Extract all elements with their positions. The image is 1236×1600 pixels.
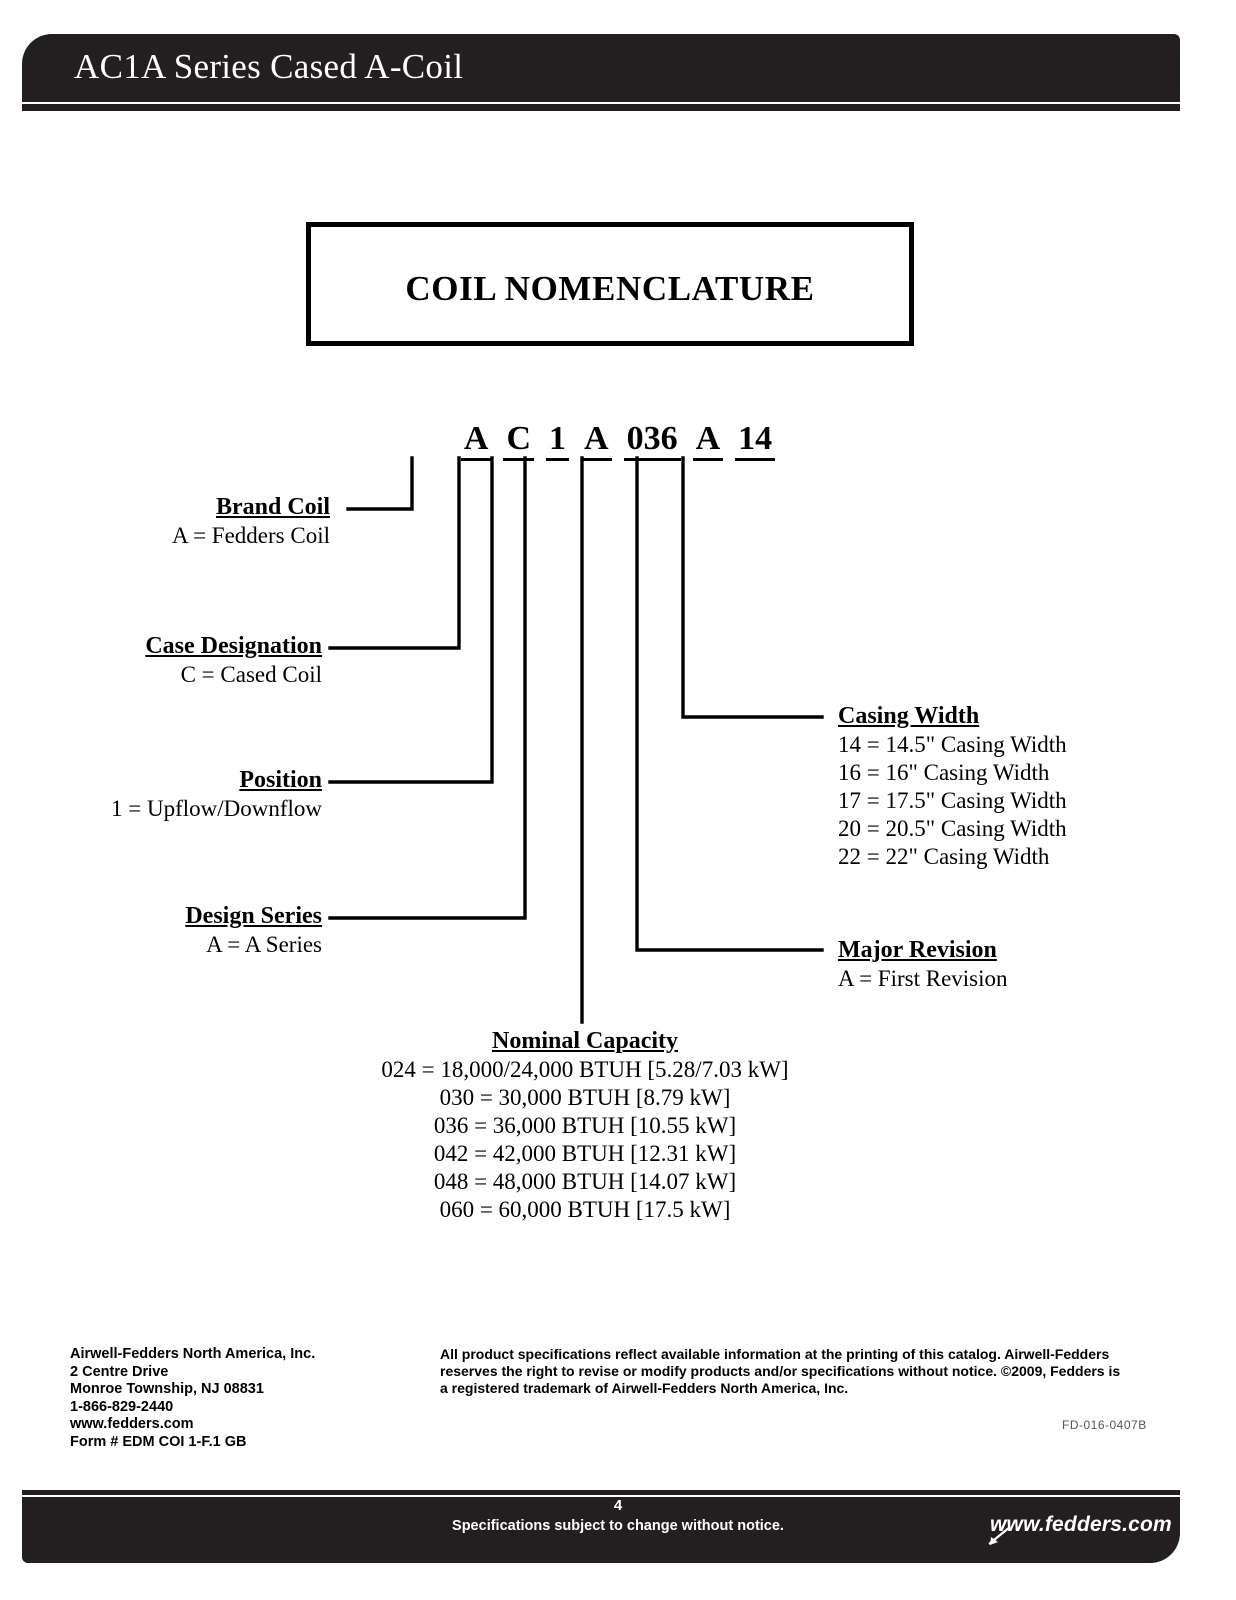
callout-line-casing-width-2: 17 = 17.5" Casing Width	[838, 788, 1067, 813]
page-footer-bar	[22, 1497, 1180, 1563]
callout-line-brand-coil-0: A = Fedders Coil	[171, 523, 330, 548]
callout-position: Position 1 = Upflow/Downflow	[0, 767, 322, 822]
page-header-bar	[22, 34, 1180, 102]
callout-casing-width: Casing Width 14 = 14.5" Casing Width 16 …	[838, 703, 1067, 870]
callout-brand-coil: Brand Coil A = Fedders Coil	[0, 494, 330, 549]
code-segment-3: 1	[546, 420, 569, 461]
callout-line-nominal-capacity-3: 042 = 42,000 BTUH [12.31 kW]	[433, 1141, 737, 1166]
callout-heading-position: Position	[239, 767, 322, 793]
page-title: AC1A Series Cased A-Coil	[74, 47, 464, 86]
address-phone: 1-866-829-2440	[70, 1398, 174, 1415]
callout-line-nominal-capacity-2: 036 = 36,000 BTUH [10.55 kW]	[433, 1113, 737, 1138]
callout-line-design-series-0: A = A Series	[206, 932, 322, 957]
callout-line-major-revision-0: A = First Revision	[838, 966, 1008, 991]
footer-rule	[22, 1490, 1180, 1495]
callout-heading-case-designation: Case Designation	[145, 633, 322, 659]
callout-line-case-designation-0: C = Cased Coil	[180, 662, 322, 687]
disclaimer-text: All product specifications reflect avail…	[440, 1346, 1121, 1396]
document-code: FD-016-0407B	[1062, 1418, 1147, 1432]
form-number: Form # EDM COI 1-F.1 GB	[70, 1433, 247, 1450]
code-segment-5: 036	[623, 420, 681, 461]
code-segment-2: C	[503, 420, 534, 461]
page-number: 4	[613, 1497, 623, 1514]
callout-heading-major-revision: Major Revision	[838, 937, 997, 963]
address-line-0: Airwell-Fedders North America, Inc.	[70, 1346, 316, 1362]
callout-line-position-0: 1 = Upflow/Downflow	[110, 796, 322, 821]
coil-nomenclature-box: COIL NOMENCLATURE	[306, 222, 914, 346]
callout-nominal-capacity: Nominal Capacity 024 = 18,000/24,000 BTU…	[340, 1028, 830, 1223]
callout-major-revision: Major Revision A = First Revision	[838, 937, 1008, 992]
callout-line-nominal-capacity-1: 030 = 30,000 BTUH [8.79 kW]	[439, 1085, 731, 1110]
header-underline	[22, 104, 1180, 111]
company-address: Airwell-Fedders North America, Inc. 2 Ce…	[70, 1346, 315, 1451]
section-title: COIL NOMENCLATURE	[405, 269, 815, 308]
fedders-logo: www.fedders.com	[990, 1513, 1172, 1536]
address-website: www.fedders.com	[70, 1416, 194, 1432]
callout-line-casing-width-1: 16 = 16" Casing Width	[838, 760, 1050, 785]
callout-line-nominal-capacity-5: 060 = 60,000 BTUH [17.5 kW]	[439, 1197, 731, 1222]
code-segment-7: 14	[735, 420, 776, 461]
code-segment-6: A	[692, 420, 724, 461]
callout-line-casing-width-4: 22 = 22" Casing Width	[838, 844, 1050, 869]
callout-case-designation: Case Designation C = Cased Coil	[0, 633, 322, 688]
callout-heading-nominal-capacity: Nominal Capacity	[492, 1028, 678, 1054]
callout-heading-brand-coil: Brand Coil	[215, 494, 330, 520]
callout-line-nominal-capacity-0: 024 = 18,000/24,000 BTUH [5.28/7.03 kW]	[381, 1057, 789, 1082]
code-segment-4: A	[581, 420, 612, 461]
callout-design-series: Design Series A = A Series	[0, 903, 322, 958]
callout-line-casing-width-0: 14 = 14.5" Casing Width	[838, 732, 1067, 757]
callout-heading-casing-width: Casing Width	[838, 703, 980, 729]
callout-heading-design-series: Design Series	[185, 903, 322, 929]
address-line-2: Monroe Township, NJ 08831	[70, 1381, 264, 1397]
fedders-swoosh-icon	[988, 1526, 1011, 1545]
code-segment-1: A	[460, 420, 492, 461]
callout-line-casing-width-3: 20 = 20.5" Casing Width	[838, 816, 1067, 841]
footer-note: Specifications subject to change without…	[452, 1518, 784, 1534]
callout-line-nominal-capacity-4: 048 = 48,000 BTUH [14.07 kW]	[433, 1169, 737, 1194]
address-line-1: 2 Centre Drive	[70, 1363, 169, 1380]
